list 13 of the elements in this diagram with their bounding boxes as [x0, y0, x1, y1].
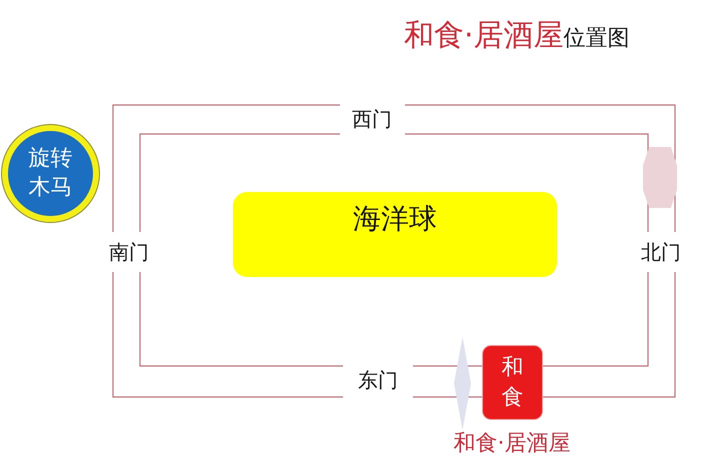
location-box: [482, 345, 543, 420]
gate-label: 东门: [358, 368, 398, 392]
area-box: [233, 192, 557, 277]
diamond-marker: [454, 337, 471, 430]
gate-label: 南门: [109, 240, 149, 264]
map-title: 和食·居酒屋位置图: [404, 18, 630, 54]
node-text: 和食: [500, 354, 524, 412]
node-text: 海洋球: [353, 202, 437, 236]
location-caption: 和食·居酒屋: [454, 431, 570, 458]
node-text: 旋转木马: [28, 144, 74, 202]
gate-label: 西门: [352, 107, 392, 131]
hexagon-marker: [643, 147, 677, 208]
gate-label: 北门: [641, 240, 681, 264]
